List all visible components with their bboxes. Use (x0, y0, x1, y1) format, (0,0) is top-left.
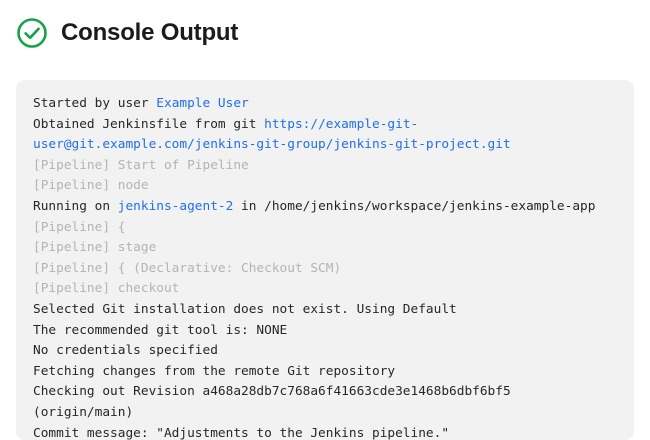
page-title: Console Output (61, 17, 238, 49)
log-link[interactable]: jenkins-agent-2 (118, 199, 234, 214)
log-text: [Pipeline] Start of Pipeline (33, 158, 249, 173)
log-line-started-by-user: Started by user Example User (33, 94, 618, 115)
log-line-pipeline-checkout: [Pipeline] checkout (33, 279, 618, 300)
log-line-commit-message: Commit message: "Adjustments to the Jenk… (33, 424, 618, 440)
check-circle-icon (16, 17, 48, 49)
log-text: Checking out Revision a468a28db7c768a6f4… (33, 384, 518, 420)
log-line-pipeline-declarative-checkout-scm: [Pipeline] { (Declarative: Checkout SCM) (33, 259, 618, 280)
log-text: The recommended git tool is: NONE (33, 323, 287, 338)
log-text: [Pipeline] { (Declarative: Checkout SCM) (33, 261, 341, 276)
log-text: [Pipeline] { (33, 220, 125, 235)
log-link[interactable]: Example User (156, 96, 248, 111)
log-text: No credentials specified (33, 343, 218, 358)
log-line-pipeline-node: [Pipeline] node (33, 176, 618, 197)
log-line-fetching-changes: Fetching changes from the remote Git rep… (33, 362, 618, 383)
log-text: [Pipeline] node (33, 178, 149, 193)
console-output-page: Console Output Started by user Example U… (0, 0, 650, 430)
log-line-pipeline-stage: [Pipeline] stage (33, 238, 618, 259)
log-text: [Pipeline] stage (33, 240, 156, 255)
log-text: Selected Git installation does not exist… (33, 302, 457, 317)
log-line-recommended-git-tool: The recommended git tool is: NONE (33, 321, 618, 342)
log-text: Started by user (33, 96, 156, 111)
log-line-pipeline-start-of-pipeline: [Pipeline] Start of Pipeline (33, 156, 618, 177)
log-line-checking-out-revision: Checking out Revision a468a28db7c768a6f4… (33, 382, 618, 423)
log-text: Obtained Jenkinsfile from git (33, 117, 264, 132)
log-text: [Pipeline] checkout (33, 281, 179, 296)
log-line-obtained-jenkinsfile: Obtained Jenkinsfile from git https://ex… (33, 115, 618, 156)
log-line-selected-git-installation: Selected Git installation does not exist… (33, 300, 618, 321)
log-line-pipeline-open-brace: [Pipeline] { (33, 218, 618, 239)
log-text: Commit message: "Adjustments to the Jenk… (33, 426, 449, 440)
log-text: Running on (33, 199, 118, 214)
log-line-no-credentials-specified: No credentials specified (33, 341, 618, 362)
log-line-running-on-agent: Running on jenkins-agent-2 in /home/jenk… (33, 197, 618, 218)
log-text: in /home/jenkins/workspace/jenkins-examp… (233, 199, 595, 214)
log-text: Fetching changes from the remote Git rep… (33, 364, 395, 379)
page-header: Console Output (0, 0, 650, 52)
